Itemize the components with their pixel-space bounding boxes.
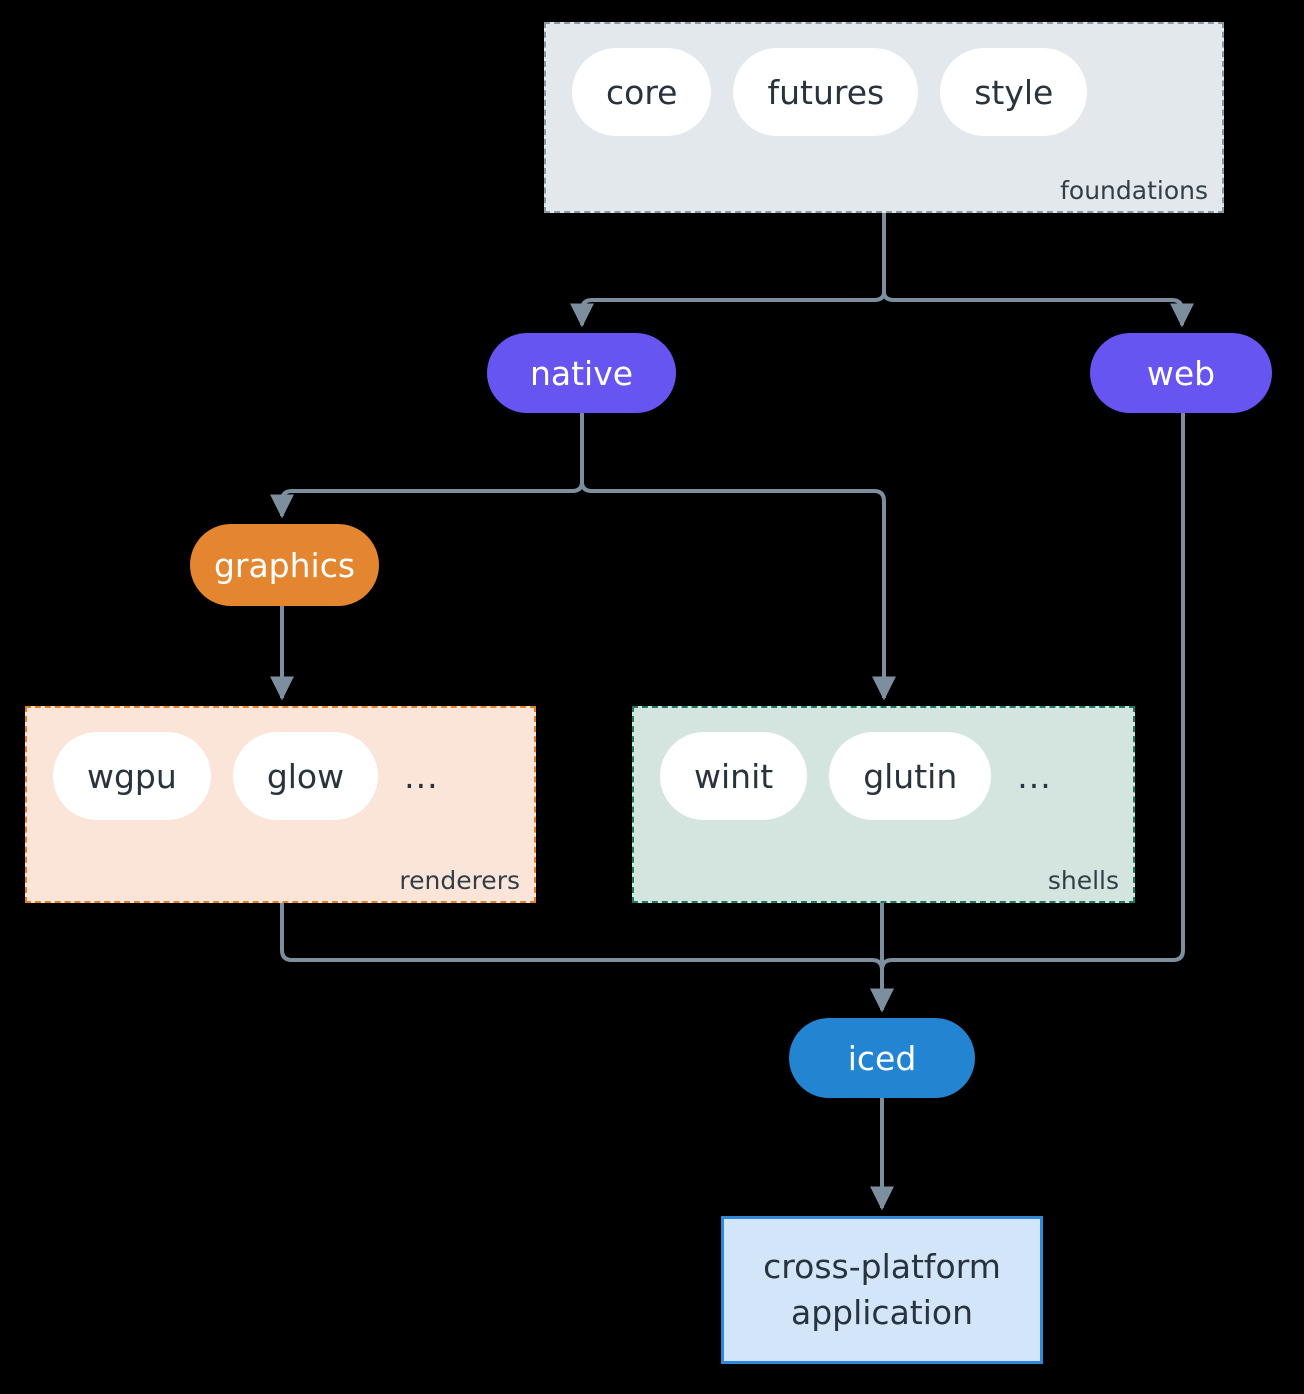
group-renderers: wgpu glow ... renderers bbox=[25, 706, 536, 903]
group-foundations: core futures style foundations bbox=[544, 22, 1224, 213]
pill-glutin[interactable]: glutin bbox=[829, 732, 992, 820]
foundations-pill-row: core futures style bbox=[572, 48, 1088, 136]
group-shells: winit glutin ... shells bbox=[632, 706, 1135, 903]
renderers-ellipsis: ... bbox=[404, 756, 439, 796]
edge-foundations-to-native bbox=[570, 291, 886, 328]
pill-style[interactable]: style bbox=[940, 48, 1088, 136]
pill-core[interactable]: core bbox=[572, 48, 712, 136]
edge-native-to-graphics bbox=[270, 481, 584, 519]
edge-foundations-to-web bbox=[882, 291, 1194, 328]
edge-native-to-shells bbox=[580, 481, 896, 701]
shells-pill-row: winit glutin ... bbox=[660, 732, 1052, 820]
node-native[interactable]: native bbox=[487, 333, 676, 413]
node-web[interactable]: web bbox=[1090, 333, 1272, 413]
pill-winit[interactable]: winit bbox=[660, 732, 808, 820]
pill-glow[interactable]: glow bbox=[232, 732, 379, 820]
pill-wgpu[interactable]: wgpu bbox=[53, 732, 211, 820]
group-label-shells: shells bbox=[1047, 866, 1119, 895]
shells-ellipsis: ... bbox=[1017, 756, 1052, 796]
pill-futures[interactable]: futures bbox=[733, 48, 919, 136]
node-iced[interactable]: iced bbox=[789, 1018, 975, 1098]
group-label-foundations: foundations bbox=[1060, 176, 1208, 205]
application-line-1: cross-platform bbox=[763, 1247, 1001, 1287]
application-line-2: application bbox=[790, 1293, 974, 1332]
renderers-pill-row: wgpu glow ... bbox=[53, 732, 439, 820]
group-label-renderers: renderers bbox=[399, 866, 520, 895]
node-graphics[interactable]: graphics bbox=[190, 524, 379, 606]
edge-renderers-to-iced bbox=[280, 903, 894, 1013]
node-cross-platform-application[interactable]: cross-platform application bbox=[721, 1216, 1043, 1364]
